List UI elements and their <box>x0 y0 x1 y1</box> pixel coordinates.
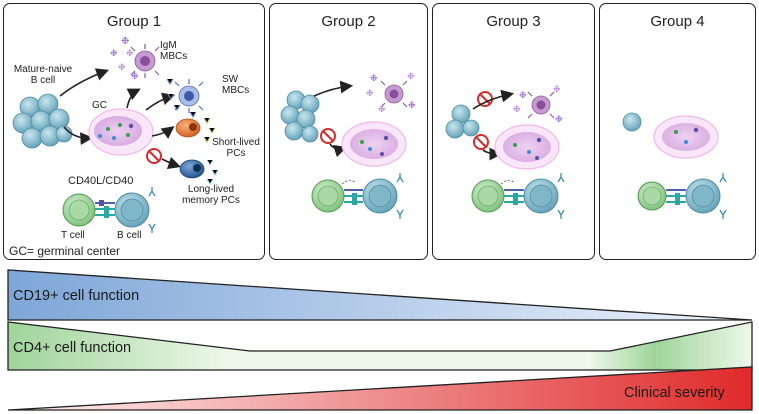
t-cell-b-cell-interaction-icon <box>311 173 404 219</box>
b-cell-icon <box>622 112 642 132</box>
cd4-function-label: CD4+ cell function <box>13 340 132 356</box>
svg-text:❉: ❉ <box>553 84 561 94</box>
svg-text:❉: ❉ <box>519 90 527 100</box>
b-cell-cluster-icon <box>445 104 480 139</box>
b-cell-text-1: B cell <box>30 75 56 86</box>
svg-text:❉: ❉ <box>126 48 134 58</box>
group-4-illustration <box>622 112 727 219</box>
cd19-function-label: CD19+ cell function <box>13 288 140 304</box>
prohibited-icon-2 <box>473 134 489 150</box>
svg-text:❉: ❉ <box>407 71 415 81</box>
arrow-to-mbc <box>472 89 515 110</box>
gc-label: GC <box>92 100 107 111</box>
mature-naive-label: Mature-naive B cell <box>8 64 78 86</box>
sw-text: SW <box>222 74 239 85</box>
prohibited-icon <box>320 128 336 144</box>
svg-text:❉: ❉ <box>366 88 374 98</box>
svg-text:❉: ❉ <box>121 36 129 47</box>
svg-text:❉: ❉ <box>408 100 416 110</box>
group-4-title: Group 4 <box>650 13 705 30</box>
prohibited-icon <box>477 91 493 107</box>
t-cell-b-cell-interaction-icon <box>471 173 565 219</box>
clinical-severity-label: Clinical severity <box>624 385 725 401</box>
sw-mbc-icon <box>166 78 204 119</box>
germinal-center-icon <box>341 121 407 167</box>
prohibited-icon <box>146 148 162 164</box>
svg-text:❉: ❉ <box>370 73 378 83</box>
memory-pcs-text: memory PCs <box>182 195 240 206</box>
germinal-center-icon <box>88 108 154 156</box>
t-cell-label: T cell <box>61 230 85 241</box>
long-lived-text: Long-lived <box>187 184 235 195</box>
arrow-to-long-lived-pc <box>161 156 182 170</box>
svg-text:❉: ❉ <box>555 114 563 124</box>
arrow-gc-to-igm <box>126 88 141 109</box>
igm-text: IgM <box>160 40 177 51</box>
svg-text:❉: ❉ <box>378 104 386 114</box>
group-3-title: Group 3 <box>486 13 541 30</box>
group-2-panel: Group 2 ❉ ❉ ❉ ❉ ❉ <box>269 3 428 260</box>
group-1-title: Group 1 <box>106 13 162 30</box>
igm-mbc-icon: ❉ ❉ ❉ ❉ ❉ <box>110 36 160 81</box>
mbc-icon: ❉ ❉ ❉ ❉ ❉ <box>366 71 416 114</box>
group-2-title: Group 2 <box>321 13 376 30</box>
mature-naive-text: Mature-naive <box>13 64 73 75</box>
t-cell-b-cell-interaction-icon <box>62 187 156 233</box>
arrow-to-mbc <box>313 80 354 97</box>
sw-mbcs-label: SW MBCs <box>222 74 249 96</box>
arrow-gc-to-sw <box>145 92 176 111</box>
short-lived-text: Short-lived <box>212 137 260 148</box>
svg-text:❉: ❉ <box>110 48 118 58</box>
cd40-label: CD40L/CD40 <box>68 175 134 187</box>
naive-b-cell-cluster-icon <box>12 93 73 149</box>
pcs-text: PCs <box>226 148 246 159</box>
germinal-center-icon <box>653 115 719 159</box>
group-1-panel: Group 1 <box>3 3 265 260</box>
group-3-panel: Group 3 ❉ ❉ ❉ ❉ <box>432 3 595 260</box>
short-lived-pc-icon <box>175 117 216 144</box>
b-cell-cluster-icon <box>280 90 320 143</box>
mbc-icon: ❉ ❉ ❉ ❉ <box>513 84 563 124</box>
short-lived-pcs-label: Short-lived PCs <box>209 137 263 159</box>
long-lived-pcs-label: Long-lived memory PCs <box>174 184 248 206</box>
group-3-illustration: ❉ ❉ ❉ ❉ <box>445 84 565 219</box>
igm-mbcs-label: IgM MBCs <box>160 40 187 62</box>
mbcs-text-2: MBCs <box>222 85 250 96</box>
germinal-center-icon <box>494 124 560 170</box>
group-1-illustration: ❉ ❉ ❉ ❉ ❉ <box>12 36 219 233</box>
svg-text:❉: ❉ <box>513 104 521 114</box>
t-cell-b-cell-interaction-icon <box>637 173 727 219</box>
gc-definition-note: GC= germinal center <box>9 244 121 258</box>
group-2-illustration: ❉ ❉ ❉ ❉ ❉ <box>280 71 416 219</box>
svg-text:❉: ❉ <box>118 62 126 72</box>
group-4-panel: Group 4 <box>599 3 756 260</box>
svg-text:❉: ❉ <box>131 71 139 81</box>
long-lived-pc-icon <box>179 159 219 186</box>
arrow-gc-to-short-lived-pc <box>151 126 175 139</box>
arrow-naive-to-gc <box>63 126 94 145</box>
b-cell-label: B cell <box>117 230 142 241</box>
arrow-naive-to-igm <box>59 68 110 97</box>
mbcs-text-1: MBCs <box>160 51 188 62</box>
